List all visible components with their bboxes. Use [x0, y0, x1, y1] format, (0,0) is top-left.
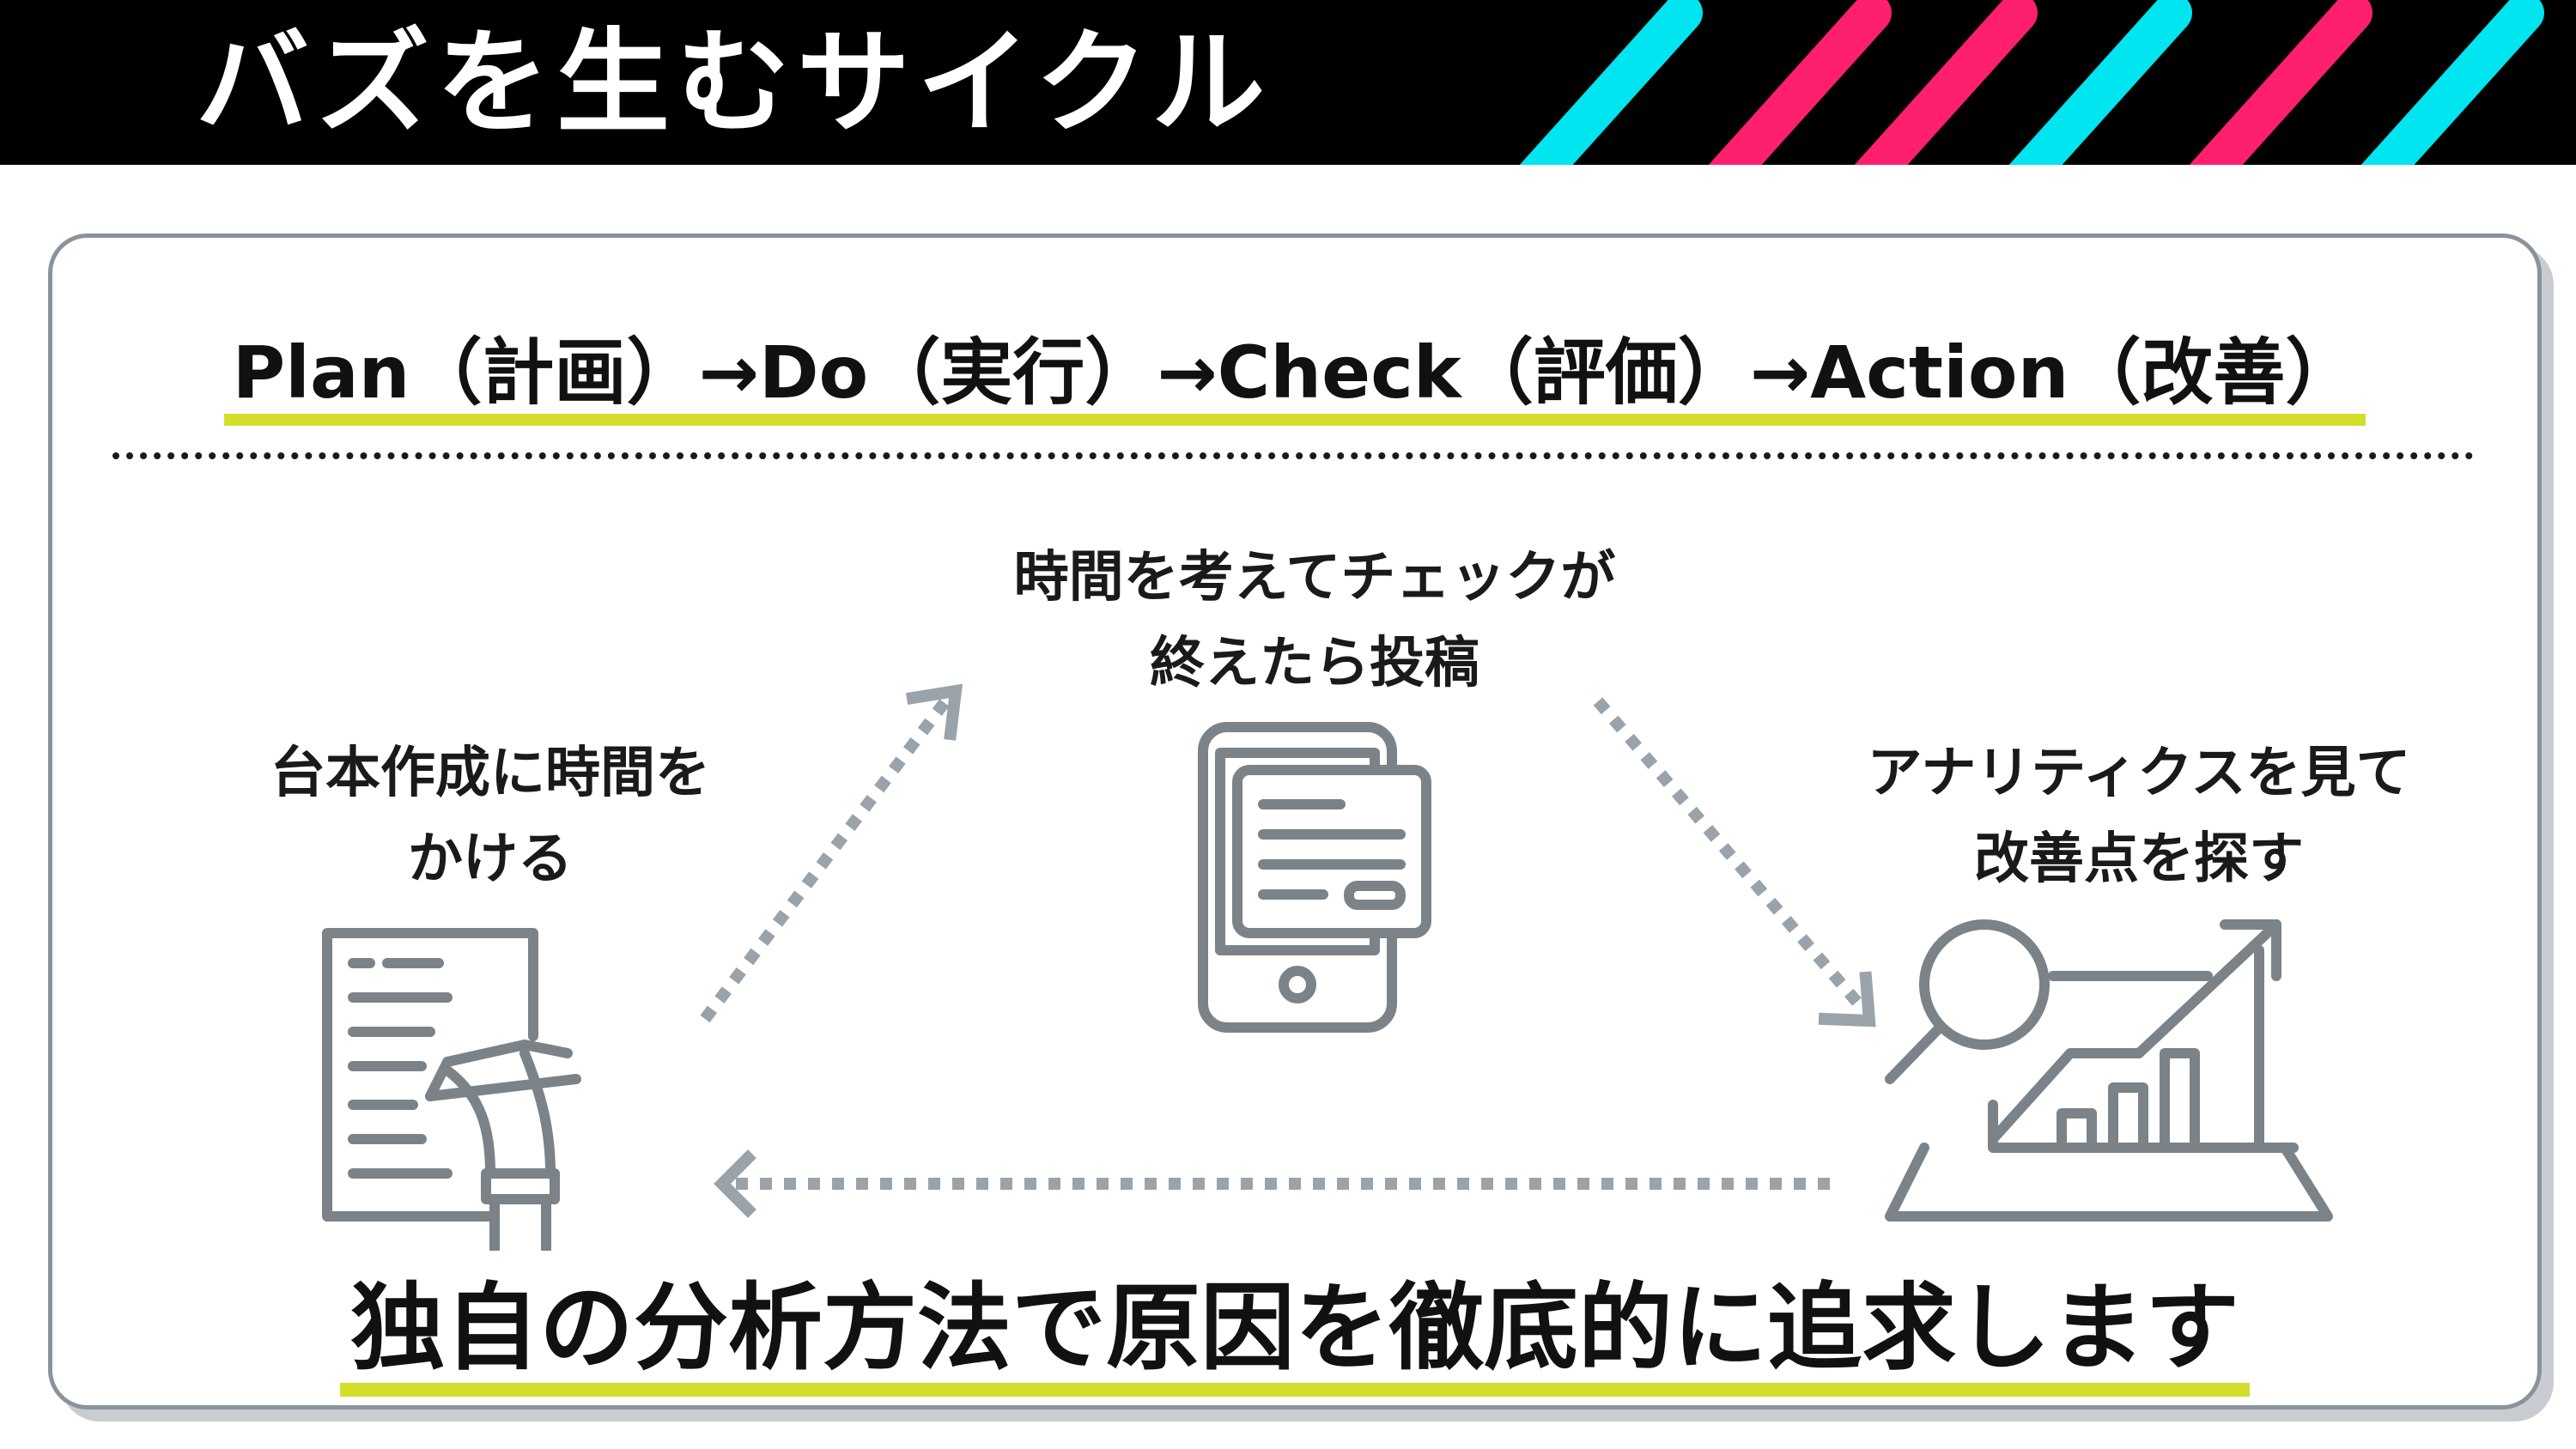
dotted-divider: [112, 452, 2474, 459]
decorative-stripes: [1519, 0, 2544, 165]
stripe-cyan-2: [2008, 0, 2192, 165]
arrow-script-to-post: [700, 697, 951, 1023]
stripe-pink-1: [1708, 0, 1892, 165]
analytics-icon: [1885, 919, 2333, 1222]
pdca-text: Plan（計画）→Do（実行）→Check（評価）→Action（改善）: [223, 315, 2366, 426]
arrow-post-to-analytics: [1593, 697, 1869, 1015]
step-analytics-line2: 改善点を探す: [1974, 828, 2304, 891]
arrowhead-analytics: [1818, 971, 1876, 1028]
stripe-cyan-1: [1519, 0, 1703, 165]
arrowhead-post: [905, 683, 963, 741]
conclusion-text: 独自の分析方法で原因を徹底的に追求します: [340, 1251, 2250, 1397]
slide-title: バズを生むサイクル: [196, 17, 1273, 149]
header-band: バズを生むサイクル: [0, 0, 2576, 165]
arrowhead-script: [714, 1149, 756, 1218]
cycle-card: Plan（計画）→Do（実行）→Check（評価）→Action（改善） 台本作…: [48, 233, 2542, 1410]
step-script-line1: 台本作成に時間を: [270, 742, 710, 805]
step-analytics-label: アナリティクスを見て 改善点を探す: [1804, 731, 2474, 902]
step-post-label: 時間を考えてチェックが 終えたら投稿: [937, 535, 1692, 706]
stripe-cyan-3: [2360, 0, 2544, 165]
step-post-line1: 時間を考えてチェックが: [1013, 546, 1616, 609]
cycle-arrows: [700, 683, 1876, 1218]
pdca-heading: Plan（計画）→Do（実行）→Check（評価）→Action（改善）: [52, 315, 2537, 426]
stripe-pink-2: [1854, 0, 2038, 165]
stripe-pink-3: [2189, 0, 2372, 165]
script-writing-icon: [322, 928, 581, 1251]
tablet-post-icon: [1198, 722, 1431, 1033]
conclusion-text-wrap: 独自の分析方法で原因を徹底的に追求します: [52, 1251, 2537, 1397]
step-analytics-line1: アナリティクスを見て: [1867, 742, 2411, 805]
step-script-line2: かける: [408, 828, 573, 891]
step-script-label: 台本作成に時間を かける: [207, 731, 774, 902]
step-post-line2: 終えたら投稿: [1150, 632, 1479, 695]
